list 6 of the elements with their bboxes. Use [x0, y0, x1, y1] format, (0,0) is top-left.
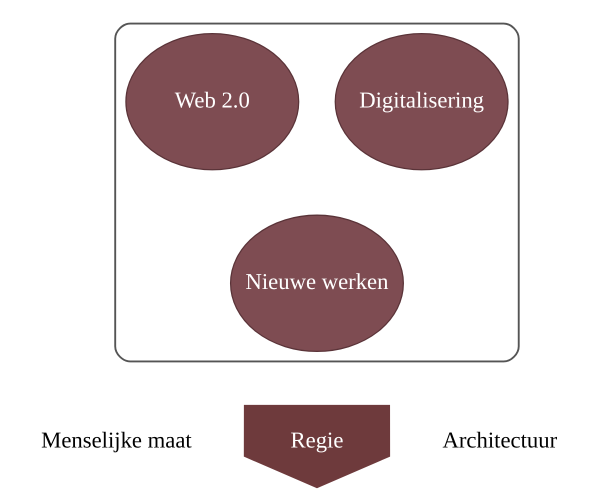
node-ellipse: Digitalisering: [334, 32, 509, 170]
label: Menselijke maat: [41, 428, 192, 453]
node-ellipse: Nieuwe werken: [230, 214, 404, 352]
label: Architectuur: [442, 428, 558, 453]
cluster: [114, 22, 520, 362]
node-ellipse: Web 2.0: [125, 32, 300, 170]
